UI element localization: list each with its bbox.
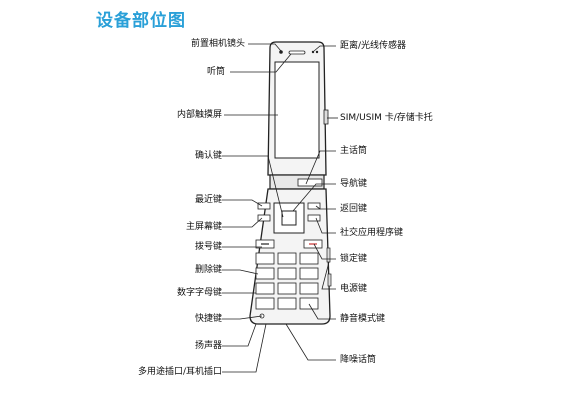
page-title: 设备部位图: [96, 11, 186, 31]
phone-lower-body: [249, 188, 332, 325]
label-nav-key: 导航键: [340, 179, 368, 189]
label-delete-key: 删除键: [194, 265, 222, 275]
label-front-camera: 前置相机镜头: [190, 39, 245, 49]
label-noise-mic: 降噪话筒: [340, 355, 377, 365]
sim-tray: [323, 109, 329, 125]
label-social-key: 社交应用程序键: [340, 228, 404, 238]
label-home-key: 主屏幕键: [185, 222, 222, 232]
label-proximity-sensor: 距离/光线传感器: [340, 41, 407, 51]
label-alphanumeric-keys: 数字字母键: [176, 288, 222, 298]
inner-screen: [274, 61, 320, 159]
label-inner-touchscreen: 内部触摸屏: [176, 110, 222, 120]
callout-lines: [222, 43, 338, 373]
label-main-mic: 主话筒: [340, 146, 368, 156]
label-power-key: 电源键: [340, 284, 368, 294]
label-sim-tray: SIM/USIM 卡/存储卡托: [340, 113, 433, 123]
label-silent-key: 静音模式键: [340, 314, 386, 324]
label-dial-key: 拨号键: [194, 242, 222, 252]
label-recent-key: 最近键: [194, 195, 222, 205]
label-speaker: 扬声器: [194, 341, 222, 351]
hinge: [269, 174, 325, 190]
front-camera-dot: [279, 50, 283, 54]
label-multipurpose-jack: 多用途插口/耳机插口: [137, 367, 222, 377]
label-back-key: 返回键: [340, 204, 368, 214]
label-lock-key: 锁定键: [340, 254, 368, 264]
earpiece-slot: [288, 50, 306, 55]
label-shortcut-key: 快捷键: [194, 314, 222, 324]
label-confirm-key: 确认键: [194, 151, 222, 161]
phone-upper-body: [267, 41, 329, 176]
label-earpiece: 听筒: [206, 67, 225, 77]
